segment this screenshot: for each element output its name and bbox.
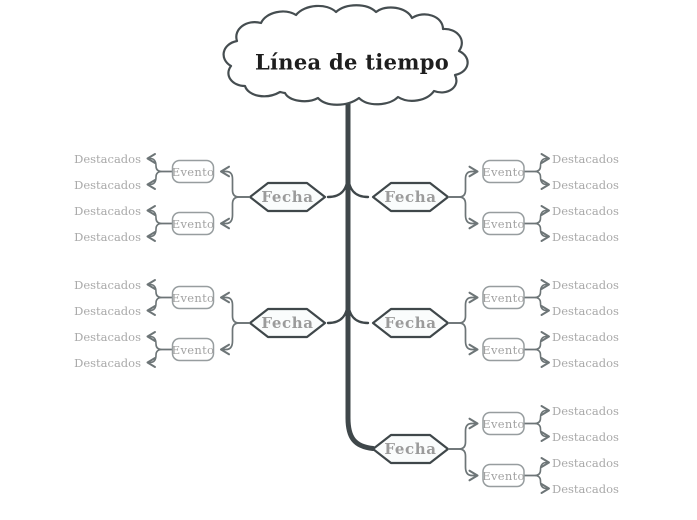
trunk-line [345,97,376,451]
evento-box[interactable] [482,159,525,184]
evento-box[interactable] [482,337,525,362]
connector [448,322,479,356]
fecha-hexagon[interactable] [248,181,327,213]
connector [524,474,550,494]
evento-node-label[interactable]: Evento [171,164,215,179]
evento-box[interactable] [482,285,525,310]
root-node-label[interactable]: Línea de tiempo [254,49,450,75]
evento-box[interactable] [482,411,525,436]
evento-node-label[interactable]: Evento [482,342,525,357]
fecha-node-label[interactable]: Fecha [384,440,437,458]
destacado-node-label[interactable]: Destacados [74,303,141,318]
evento-box[interactable] [171,211,215,236]
connector [524,296,550,316]
connector [146,296,173,316]
evento-node-label[interactable]: Evento [482,290,525,305]
evento-node-label[interactable]: Evento [171,342,215,357]
connector [524,170,550,190]
fecha-node-label[interactable]: Fecha [261,314,314,332]
connector [448,448,479,482]
branch-curve [346,297,370,325]
connector [146,170,173,190]
connector [448,196,479,230]
destacado-node-label[interactable]: Destacados [552,277,619,292]
connector [448,417,479,450]
evento-node-label[interactable]: Evento [482,216,525,231]
evento-node-label[interactable]: Evento [171,290,215,305]
evento-node-label[interactable]: Evento [482,416,525,431]
fecha-node-label[interactable]: Fecha [384,314,437,332]
evento-box[interactable] [171,337,215,362]
connector [524,331,550,351]
connector [219,322,250,356]
connector [448,165,479,198]
destacado-node-label[interactable]: Destacados [74,229,141,244]
evento-node-label[interactable]: Evento [482,164,525,179]
destacado-node-label[interactable]: Destacados [74,355,141,370]
connector [146,222,173,242]
evento-box[interactable] [482,463,525,488]
connector [524,279,550,299]
destacado-node-label[interactable]: Destacados [552,481,619,496]
connector [524,457,550,477]
branch-curve [326,297,350,325]
connector [146,153,173,173]
destacado-node-label[interactable]: Destacados [552,329,619,344]
connector [146,331,173,351]
connector [448,291,479,324]
evento-box[interactable] [171,285,215,310]
connector [219,196,250,230]
connector [146,279,173,299]
destacado-node-label[interactable]: Destacados [74,277,141,292]
fecha-hexagon[interactable] [248,307,327,339]
connector [524,205,550,225]
connector [219,165,250,198]
evento-box[interactable] [171,159,215,184]
destacado-node-label[interactable]: Destacados [552,203,619,218]
connector [524,348,550,368]
cloud-shape[interactable] [222,4,469,106]
destacado-node-label[interactable]: Destacados [74,329,141,344]
destacado-node-label[interactable]: Destacados [74,203,141,218]
destacado-node-label[interactable]: Destacados [552,455,619,470]
destacado-node-label[interactable]: Destacados [552,177,619,192]
destacado-node-label[interactable]: Destacados [552,303,619,318]
destacado-node-label[interactable]: Destacados [74,151,141,166]
fecha-node-label[interactable]: Fecha [261,188,314,206]
evento-node-label[interactable]: Evento [171,216,215,231]
connector [524,222,550,242]
connector [146,205,173,225]
fecha-node-label[interactable]: Fecha [384,188,437,206]
branch-curve [346,171,370,199]
destacado-node-label[interactable]: Destacados [74,177,141,192]
destacado-node-label[interactable]: Destacados [552,403,619,418]
connector [524,405,550,425]
connector [524,153,550,173]
evento-node-label[interactable]: Evento [482,468,525,483]
connector [219,291,250,324]
destacado-node-label[interactable]: Destacados [552,429,619,444]
destacado-node-label[interactable]: Destacados [552,151,619,166]
connector [524,422,550,442]
branch-curve [326,171,350,199]
evento-box[interactable] [482,211,525,236]
destacado-node-label[interactable]: Destacados [552,355,619,370]
destacado-node-label[interactable]: Destacados [552,229,619,244]
connector [146,348,173,368]
